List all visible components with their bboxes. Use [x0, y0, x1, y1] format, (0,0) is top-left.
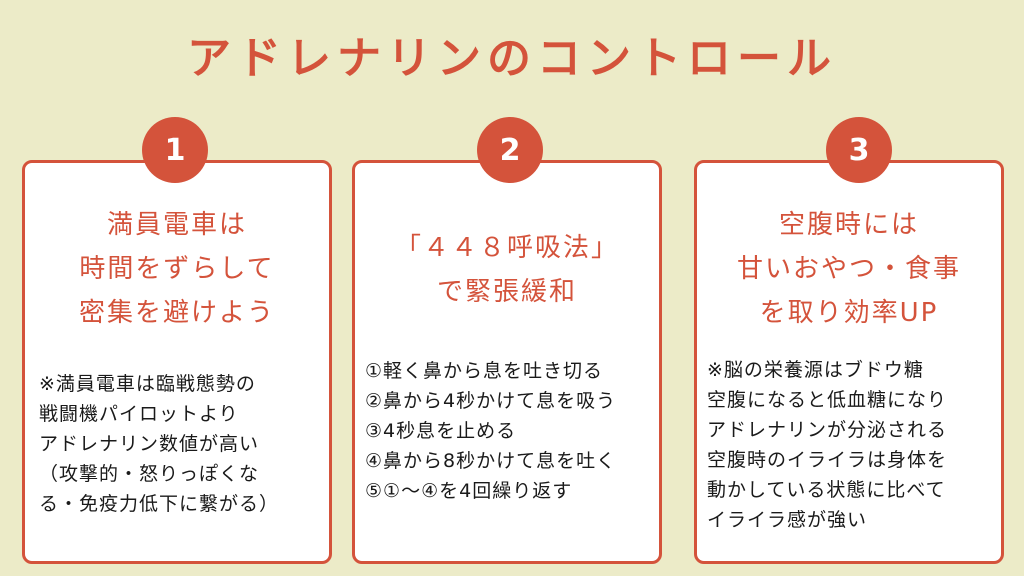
- card-body-line: アドレナリンが分泌される: [707, 419, 948, 441]
- step-number-badge-1: 1: [142, 117, 208, 183]
- card-heading-line: 密集を避けよう: [78, 298, 275, 328]
- card-body-line: ⑤①～④を4回繰り返す: [365, 480, 573, 502]
- card-body-line: ④鼻から8秒かけて息を吐く: [365, 450, 617, 472]
- card-heading: 「４４８呼吸法」 で緊張緩和: [355, 226, 659, 314]
- step-number-badge-2: 2: [477, 117, 543, 183]
- card-heading-line: 甘いおやつ・食事: [736, 254, 961, 284]
- card-body-line: 空腹になると低血糖になり: [707, 389, 948, 411]
- card-body-line: （攻撃的・怒りっぽくな: [39, 463, 260, 485]
- tip-card-2: 「４４８呼吸法」 で緊張緩和 ①軽く鼻から息を吐き切る ②鼻から4秒かけて息を吸…: [352, 160, 662, 564]
- tip-card-3: 空腹時には 甘いおやつ・食事 を取り効率UP ※脳の栄養源はブドウ糖 空腹になる…: [694, 160, 1004, 564]
- card-body: ※満員電車は臨戦態勢の 戦闘機パイロットより アドレナリン数値が高い （攻撃的・…: [39, 369, 343, 519]
- card-body-line: 戦闘機パイロットより: [39, 403, 239, 425]
- card-body-line: イライラ感が強い: [707, 509, 868, 531]
- card-body-line: 動かしている状態に比べて: [707, 479, 946, 501]
- card-heading: 満員電車は 時間をずらして 密集を避けよう: [25, 203, 329, 335]
- card-body-line: ※脳の栄養源はブドウ糖: [707, 359, 924, 381]
- card-heading-line: 満員電車は: [106, 210, 247, 240]
- card-body-line: ③4秒息を止める: [365, 420, 517, 442]
- tip-card-1: 満員電車は 時間をずらして 密集を避けよう ※満員電車は臨戦態勢の 戦闘機パイロ…: [22, 160, 332, 564]
- card-body-line: る・免疫力低下に繋がる）: [39, 493, 280, 515]
- card-body: ①軽く鼻から息を吐き切る ②鼻から4秒かけて息を吸う ③4秒息を止める ④鼻から…: [365, 356, 669, 506]
- card-heading-line: で緊張緩和: [436, 277, 577, 307]
- page-title: アドレナリンのコントロール: [187, 33, 837, 84]
- card-body: ※脳の栄養源はブドウ糖 空腹になると低血糖になり アドレナリンが分泌される 空腹…: [707, 355, 1011, 535]
- card-body-line: 空腹時のイライラは身体を: [707, 449, 948, 471]
- card-body-line: ②鼻から4秒かけて息を吸う: [365, 390, 617, 412]
- card-heading-line: 空腹時には: [778, 210, 919, 240]
- card-heading-line: 「４４８呼吸法」: [394, 233, 619, 263]
- card-heading-line: を取り効率UP: [759, 298, 939, 328]
- card-heading-line: 時間をずらして: [79, 254, 275, 284]
- card-body-line: ※満員電車は臨戦態勢の: [39, 373, 256, 395]
- step-number-badge-3: 3: [826, 117, 892, 183]
- card-body-line: アドレナリン数値が高い: [39, 433, 260, 455]
- card-heading: 空腹時には 甘いおやつ・食事 を取り効率UP: [697, 203, 1001, 335]
- card-body-line: ①軽く鼻から息を吐き切る: [365, 360, 604, 382]
